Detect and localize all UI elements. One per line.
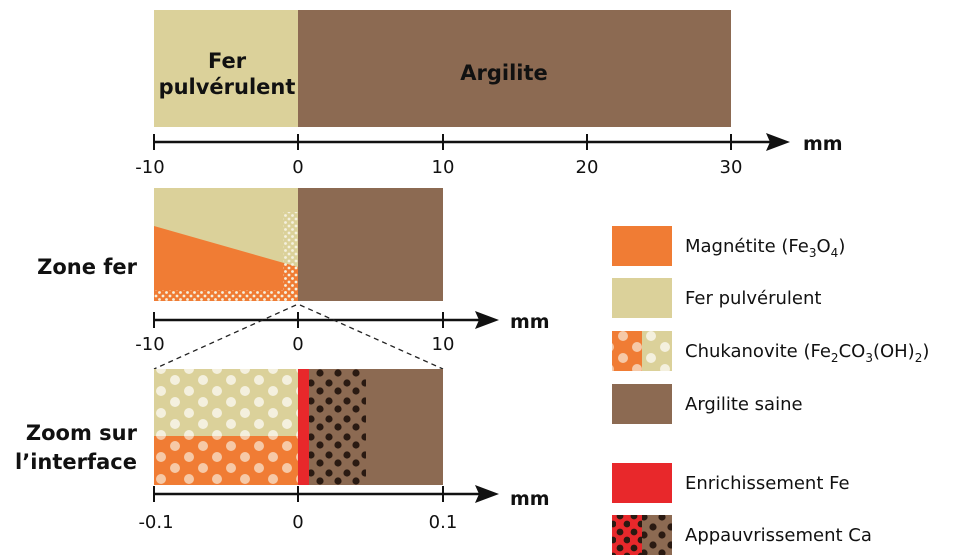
legend-swatch-appauvrissement-b (642, 515, 672, 555)
tick-label: 0 (292, 512, 303, 533)
legend-label-chukanovite: Chukanovite (Fe2CO3(OH)2) (685, 341, 929, 365)
middle-axis: -10 0 10 mm (135, 311, 550, 355)
argilite-block (298, 10, 731, 127)
tick-label: -10 (135, 157, 164, 178)
top-panel: Fer pulvérulent Argilite -10 0 10 20 30 … (135, 10, 843, 178)
tick-label: 0.1 (429, 512, 458, 533)
bottom-panel: Zoom sur l’interface -0.1 0 0.1 mm (15, 369, 550, 533)
bottom-axis: -0.1 0 0.1 mm (138, 485, 550, 533)
zoom-appauvrissement-ca (309, 369, 366, 485)
top-axis: -10 0 10 20 30 mm (135, 133, 843, 178)
tick-label: 30 (720, 157, 743, 178)
axis-arrowhead (766, 133, 790, 151)
legend-swatch-argilite (612, 384, 672, 424)
axis-arrowhead (475, 311, 499, 329)
magnetite-wedge (154, 226, 298, 301)
fer-label-line2: pulvérulent (159, 75, 296, 99)
axis-unit: mm (803, 133, 843, 155)
legend-swatch-enrichissement (612, 463, 672, 503)
fer-label-line1: Fer (208, 49, 247, 73)
legend-swatch-chukanovite-b (642, 331, 672, 371)
middle-panel-title: Zone fer (37, 255, 138, 279)
legend-swatch-magnetite (612, 226, 672, 266)
middle-panel: Zone fer -10 0 10 mm (37, 188, 550, 355)
axis-unit: mm (510, 488, 550, 510)
axis-unit: mm (510, 311, 550, 333)
zoom-line-left (153, 304, 297, 370)
bottom-panel-title-line2: l’interface (15, 450, 137, 474)
fer-pulverulent-block (154, 10, 298, 127)
legend-label-appauvrissement: Appauvrissement Ca (685, 525, 872, 546)
zoom-argilite-saine (366, 369, 443, 485)
axis-arrowhead (475, 485, 499, 503)
chukanovite-fine-band (154, 290, 298, 301)
legend: Magnétite (Fe3O4) Fer pulvérulent Chukan… (612, 226, 929, 555)
zoom-enrichissement-fe (298, 369, 309, 485)
zoom-magnetite-chukanovite (154, 436, 298, 485)
legend-label-argilite: Argilite saine (685, 394, 803, 415)
legend-swatch-fer (612, 278, 672, 318)
legend-swatch-chukanovite-a (612, 331, 642, 371)
bottom-panel-title-line1: Zoom sur (26, 421, 138, 445)
tick-label: 10 (432, 334, 455, 355)
tick-label: -10 (135, 334, 164, 355)
argilite-zone-block (298, 188, 443, 301)
argilite-label: Argilite (460, 61, 548, 85)
legend-label-enrichissement: Enrichissement Fe (685, 473, 850, 494)
tick-label: 0 (292, 157, 303, 178)
zoom-line-right (299, 304, 444, 370)
tick-label: -0.1 (138, 512, 173, 533)
chukanovite-fine-edge (283, 212, 298, 301)
legend-label-fer: Fer pulvérulent (685, 288, 821, 309)
legend-swatch-appauvrissement-a (612, 515, 642, 555)
tick-label: 0 (292, 334, 303, 355)
zoom-fer-chukanovite (154, 369, 298, 436)
tick-label: 10 (432, 157, 455, 178)
tick-label: 20 (576, 157, 599, 178)
legend-label-magnetite: Magnétite (Fe3O4) (685, 236, 845, 260)
